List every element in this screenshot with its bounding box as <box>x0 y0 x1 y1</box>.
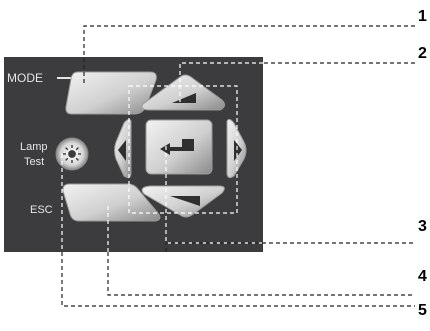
sun-icon <box>63 145 81 163</box>
callout-3: 3 <box>418 218 427 236</box>
callout-4: 4 <box>418 268 427 286</box>
callout-1: 1 <box>418 8 427 26</box>
leader-line-5-outer <box>62 252 415 306</box>
lamp-test-button[interactable] <box>56 138 88 170</box>
leader-line-4-outer <box>108 252 415 295</box>
enter-button[interactable] <box>146 120 212 174</box>
lamp-label: Lamp <box>20 141 48 153</box>
esc-label: ESC <box>30 204 53 216</box>
test-label: Test <box>24 156 44 168</box>
mode-label: MODE <box>7 71 43 85</box>
callout-5: 5 <box>418 302 427 320</box>
callout-2: 2 <box>418 45 427 63</box>
